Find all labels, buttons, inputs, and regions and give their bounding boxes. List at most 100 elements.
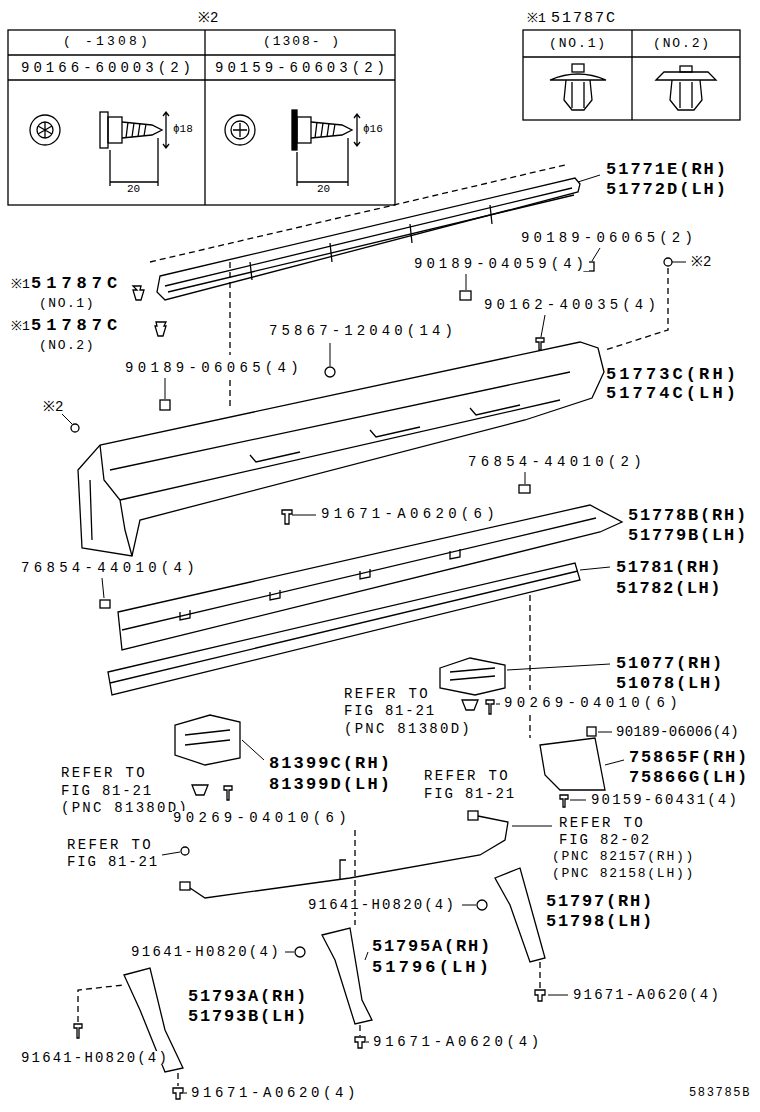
- variant-note: (NO.2): [38, 339, 96, 352]
- part-number: 90189-06006(4): [615, 725, 740, 739]
- leader-line: [229, 262, 230, 410]
- part-number: 75865F(RH): [628, 749, 750, 766]
- part-number: 90189-06065(4): [124, 361, 304, 375]
- part-number: 90162-40035(4): [483, 298, 661, 312]
- step-base: [108, 563, 580, 695]
- part-number: 51787C: [550, 11, 618, 26]
- part-number: 51077(RH): [615, 655, 725, 672]
- part-number: 91671-A0620(4): [372, 1035, 544, 1049]
- part-number: 51793B(LH): [187, 1008, 309, 1025]
- note-mark: ※1: [10, 320, 31, 333]
- clip-symbol: [550, 64, 606, 110]
- bracket: [495, 868, 545, 962]
- clip-symbol: [155, 322, 166, 336]
- part-number: 76854-44010(2): [467, 455, 647, 469]
- clip-symbol: [133, 286, 144, 300]
- part-number: 90159-60603(2): [214, 61, 390, 75]
- bracket: [185, 730, 230, 745]
- fastener-symbol: [181, 700, 596, 855]
- reference-note: REFER TO: [60, 766, 148, 780]
- reference-note: FIG 81-21: [343, 704, 437, 718]
- reference-note: REFER TO: [558, 816, 646, 830]
- screw-symbol: [30, 112, 169, 186]
- part-number: 91671-A0620(6): [320, 507, 500, 521]
- table-frame: [8, 30, 395, 205]
- reference-note: (PNC 82158(LH)): [551, 867, 696, 880]
- bracket: [440, 658, 505, 695]
- part-number: 91641-H0820(4): [307, 898, 457, 912]
- part-number: 51798(LH): [545, 913, 655, 930]
- table-rule: [631, 30, 632, 120]
- part-number: 90269-04010(6): [503, 696, 683, 710]
- part-number: 75866G(LH): [628, 769, 750, 786]
- reference-note: FIG 81-21: [60, 784, 154, 798]
- table-header: (NO.2): [652, 37, 712, 50]
- part-number: 51781(RH): [615, 559, 723, 576]
- variant-note: (NO.1): [38, 297, 96, 310]
- reference-note: REFER TO: [423, 769, 511, 783]
- part-number: 51797(RH): [545, 893, 655, 910]
- table-rule: [8, 79, 395, 80]
- note-mark: ※2: [197, 11, 219, 25]
- step-plate: [157, 178, 580, 300]
- reference-note: FIG 82-02: [558, 833, 652, 847]
- dimension: 20: [126, 184, 141, 195]
- part-number: 51782(LH): [615, 580, 723, 597]
- part-number: 51773C(RH): [605, 366, 740, 383]
- bracket: [322, 928, 372, 1024]
- leader-line: [58, 175, 686, 1093]
- part-number: 51774C(LH): [605, 385, 740, 402]
- note-mark: ※2: [42, 400, 64, 414]
- part-number: 51078(LH): [615, 675, 725, 692]
- part-number: 81399D(LH): [268, 776, 393, 793]
- part-number: 81399C(RH): [268, 755, 393, 772]
- part-number: 75867-12040(14): [268, 324, 458, 338]
- screw-symbol: [225, 110, 360, 186]
- table-header: (1308- ): [262, 35, 342, 48]
- part-number: 51778B(RH): [627, 507, 749, 524]
- note-mark: ※1: [10, 278, 31, 291]
- sill-rail: [118, 505, 622, 650]
- part-number: 91641-H0820(4): [130, 945, 282, 959]
- part-number: 51771E(RH): [605, 161, 729, 178]
- part-number: 91671-A0620(4): [190, 1086, 360, 1100]
- part-number: 90166-60003(2): [20, 61, 196, 75]
- table-header: (NO.1): [548, 37, 608, 50]
- table-header: ( -1308): [62, 35, 152, 48]
- reference-note: FIG 81-21: [66, 855, 160, 869]
- part-number: 51793A(RH): [187, 988, 309, 1005]
- fastener-symbol: [74, 900, 545, 1099]
- reference-note: (PNC 81380D): [343, 722, 473, 736]
- leader-line: [529, 595, 530, 738]
- part-number: 51796(LH): [371, 959, 493, 976]
- part-number: 51787C: [30, 317, 123, 334]
- part-number: 91641-H0820(4): [20, 1051, 170, 1065]
- table-rule: [204, 30, 205, 205]
- part-number: 90189-06065(2): [520, 231, 698, 245]
- dimension: ϕ16: [362, 124, 384, 135]
- part-number: 51779B(LH): [627, 527, 749, 544]
- note-mark: ※2: [690, 255, 712, 269]
- bracket: [450, 668, 495, 680]
- part-number: 90159-60431(4): [590, 793, 740, 807]
- dimension: ϕ18: [172, 124, 194, 135]
- reference-note: REFER TO: [343, 687, 431, 701]
- table-frame: [523, 30, 740, 120]
- fastener-symbol: [71, 258, 672, 608]
- end-cover: [540, 738, 605, 790]
- reference-note: REFER TO: [66, 838, 154, 852]
- side-sill-cover: [78, 342, 604, 556]
- part-number: 51787C: [30, 275, 123, 292]
- reference-note: FIG 81-21: [423, 787, 517, 801]
- note-mark: ※1: [526, 12, 547, 25]
- table-rule: [8, 54, 395, 55]
- part-number: 90189-04059(4): [413, 257, 589, 271]
- part-number: 91671-A0620(4): [572, 988, 722, 1002]
- part-number: 51795A(RH): [371, 938, 493, 955]
- dimension: 20: [316, 184, 331, 195]
- reference-note: (PNC 82157(RH)): [551, 850, 696, 863]
- diagram-id: 583785B: [688, 1087, 752, 1099]
- part-number: 90269-04010(6): [172, 811, 352, 825]
- leader-line: [150, 165, 565, 262]
